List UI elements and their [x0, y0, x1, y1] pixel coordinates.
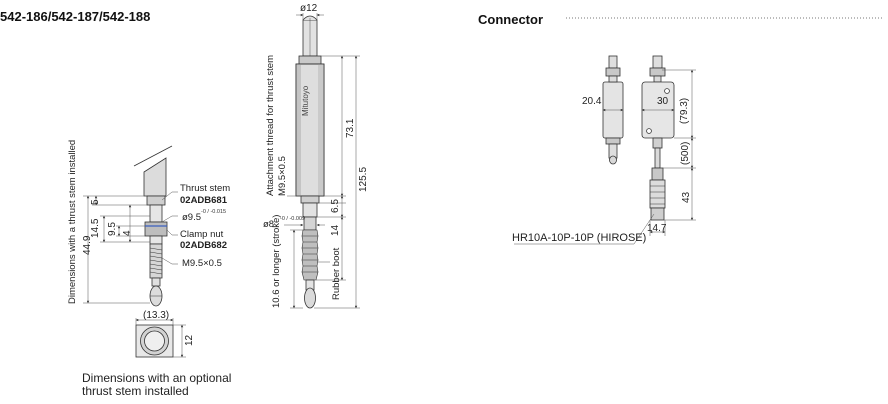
- connector-title: Connector: [478, 12, 543, 27]
- optional-stem-caption-line2: thrust stem installed: [82, 384, 189, 398]
- clamp-nut-label: Clamp nut: [180, 229, 224, 240]
- gauge-body-dim-lines: [284, 13, 360, 309]
- connector-depth-dim: (79.3): [679, 97, 690, 124]
- stem-diameter-8-tolerance: -0 / -0.009: [280, 216, 306, 222]
- brand-logo-text: Mitutoyo: [301, 85, 310, 116]
- connector-dim-lines: [514, 69, 696, 245]
- dim-14: 14: [330, 224, 341, 236]
- cable-length-dim: (500): [680, 141, 691, 165]
- thrust-stem-view: [133, 145, 173, 307]
- plug-diameter-dim: 14.7: [647, 223, 667, 234]
- dim-5: 5: [90, 199, 101, 205]
- dim-14-5: 14.5: [90, 218, 101, 238]
- optional-stem-caption-line1: Dimensions with an optional: [82, 371, 232, 385]
- dim-9-5: 9.5: [107, 222, 118, 236]
- connector-width-dim: 20.4: [582, 96, 602, 107]
- thrust-stem-side-label: Dimensions with a thrust stem installed: [67, 139, 78, 304]
- stem-diameter: ø9.5: [182, 212, 202, 223]
- hex-height-dim: 12: [184, 334, 195, 346]
- plug-length-dim: 43: [681, 191, 692, 203]
- thrust-stem-label: Thrust stem: [180, 183, 231, 194]
- connector-height-dim: 30: [657, 96, 669, 107]
- dim-125-5: 125.5: [358, 166, 369, 192]
- stem-diameter-8: ø8: [263, 219, 275, 230]
- stem-diameter-tolerance: -0 / -0.015: [201, 209, 227, 215]
- attachment-thread-spec: M9.5×0.5: [277, 156, 288, 196]
- top-diameter-dim: ø12: [300, 3, 318, 14]
- connector-type-label: HR10A-10P-10P (HIROSE): [512, 232, 647, 244]
- dim-73-1: 73.1: [345, 118, 356, 138]
- dim-6-5: 6.5: [330, 199, 341, 213]
- thrust-stem-dim-lines: [83, 191, 178, 304]
- dim-4: 4: [122, 230, 133, 236]
- rubber-boot-label: Rubber boot: [331, 247, 342, 300]
- hex-dim-lines: [135, 318, 186, 358]
- connector-front-view: [641, 55, 675, 221]
- gauge-body: [295, 15, 325, 309]
- attachment-thread-label: Attachment thread for thrust stem: [265, 55, 276, 196]
- thrust-stem-thread: M9.5×0.5: [182, 258, 222, 269]
- model-title: 542-186/542-187/542-188: [0, 9, 151, 24]
- hex-width-dim: (13.3): [143, 310, 170, 321]
- stroke-label: 10.6 or longer (stroke): [271, 214, 282, 308]
- hex-end-view: [135, 324, 174, 358]
- thrust-stem-part: 02ADB681: [180, 195, 227, 206]
- clamp-nut-part: 02ADB682: [180, 240, 227, 251]
- dim-44-9: 44.9: [82, 235, 93, 255]
